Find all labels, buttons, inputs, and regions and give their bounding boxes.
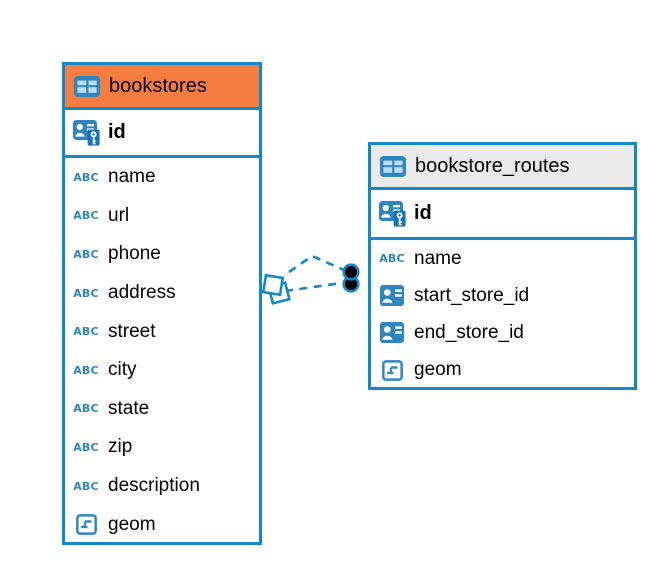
field-row-description[interactable]: ABC description — [65, 467, 259, 506]
field-row-url[interactable]: ABC url — [65, 197, 259, 236]
field-row-geom[interactable]: geom — [371, 352, 634, 389]
entity-bookstore-routes[interactable]: bookstore_routes id ABC name start_store… — [368, 142, 637, 390]
field-name: zip — [108, 436, 133, 458]
table-icon — [379, 156, 407, 177]
field-name: end_store_id — [414, 321, 524, 343]
field-row-id[interactable]: id — [371, 190, 634, 240]
target-marker-dots[interactable] — [342, 263, 360, 293]
field-row-address[interactable]: ABC address — [65, 274, 259, 313]
field-row-start-store-id[interactable]: start_store_id — [371, 277, 634, 314]
text-type-icon: ABC — [73, 247, 99, 261]
table-title: bookstore_routes — [415, 154, 570, 177]
field-name: geom — [414, 359, 462, 381]
reference-id-icon — [378, 285, 406, 306]
field-row-name[interactable]: ABC name — [65, 158, 259, 197]
text-type-icon: ABC — [73, 170, 99, 184]
field-name: name — [414, 247, 462, 269]
table-header-bookstore-routes[interactable]: bookstore_routes — [371, 145, 634, 190]
field-row-state[interactable]: ABC state — [65, 390, 259, 429]
field-name: name — [108, 166, 156, 188]
field-name: state — [108, 397, 150, 419]
field-row-end-store-id[interactable]: end_store_id — [371, 314, 634, 351]
field-name: address — [108, 282, 176, 304]
text-type-icon: ABC — [73, 363, 99, 377]
primary-key-icon — [72, 120, 100, 146]
text-type-icon: ABC — [73, 286, 99, 300]
relationship-links[interactable] — [284, 254, 345, 293]
field-row-zip[interactable]: ABC zip — [65, 428, 259, 467]
relationship-link-upper[interactable] — [288, 254, 345, 274]
primary-key-icon — [378, 201, 406, 227]
text-type-icon: ABC — [73, 479, 99, 493]
field-name: url — [108, 204, 130, 226]
field-name: description — [108, 475, 200, 497]
field-row-name[interactable]: ABC name — [371, 240, 634, 277]
table-header-bookstores[interactable]: bookstores — [65, 65, 259, 110]
field-name: id — [414, 202, 432, 224]
field-row-city[interactable]: ABC city — [65, 351, 259, 390]
text-type-icon: ABC — [73, 440, 99, 454]
field-name: geom — [108, 513, 156, 535]
geometry-type-icon — [378, 360, 406, 381]
field-row-street[interactable]: ABC street — [65, 312, 259, 351]
text-type-icon: ABC — [379, 252, 405, 266]
field-name: phone — [108, 243, 161, 265]
source-marker-squares[interactable] — [261, 273, 291, 305]
field-row-id[interactable]: id — [65, 110, 259, 158]
field-name: start_store_id — [414, 284, 530, 306]
text-type-icon: ABC — [73, 209, 99, 223]
field-row-geom[interactable]: geom — [65, 505, 259, 544]
field-name: id — [108, 121, 126, 143]
field-name: street — [108, 320, 156, 342]
text-type-icon: ABC — [73, 402, 99, 416]
table-icon — [73, 76, 101, 97]
relationship-link-lower[interactable] — [284, 281, 343, 293]
reference-id-icon — [378, 322, 406, 343]
text-type-icon: ABC — [73, 325, 99, 339]
geometry-type-icon — [72, 514, 100, 535]
table-title: bookstores — [109, 74, 207, 97]
entity-bookstores[interactable]: bookstores id ABC name ABC url ABC phone… — [62, 62, 262, 545]
field-name: city — [108, 359, 137, 381]
field-row-phone[interactable]: ABC phone — [65, 235, 259, 274]
